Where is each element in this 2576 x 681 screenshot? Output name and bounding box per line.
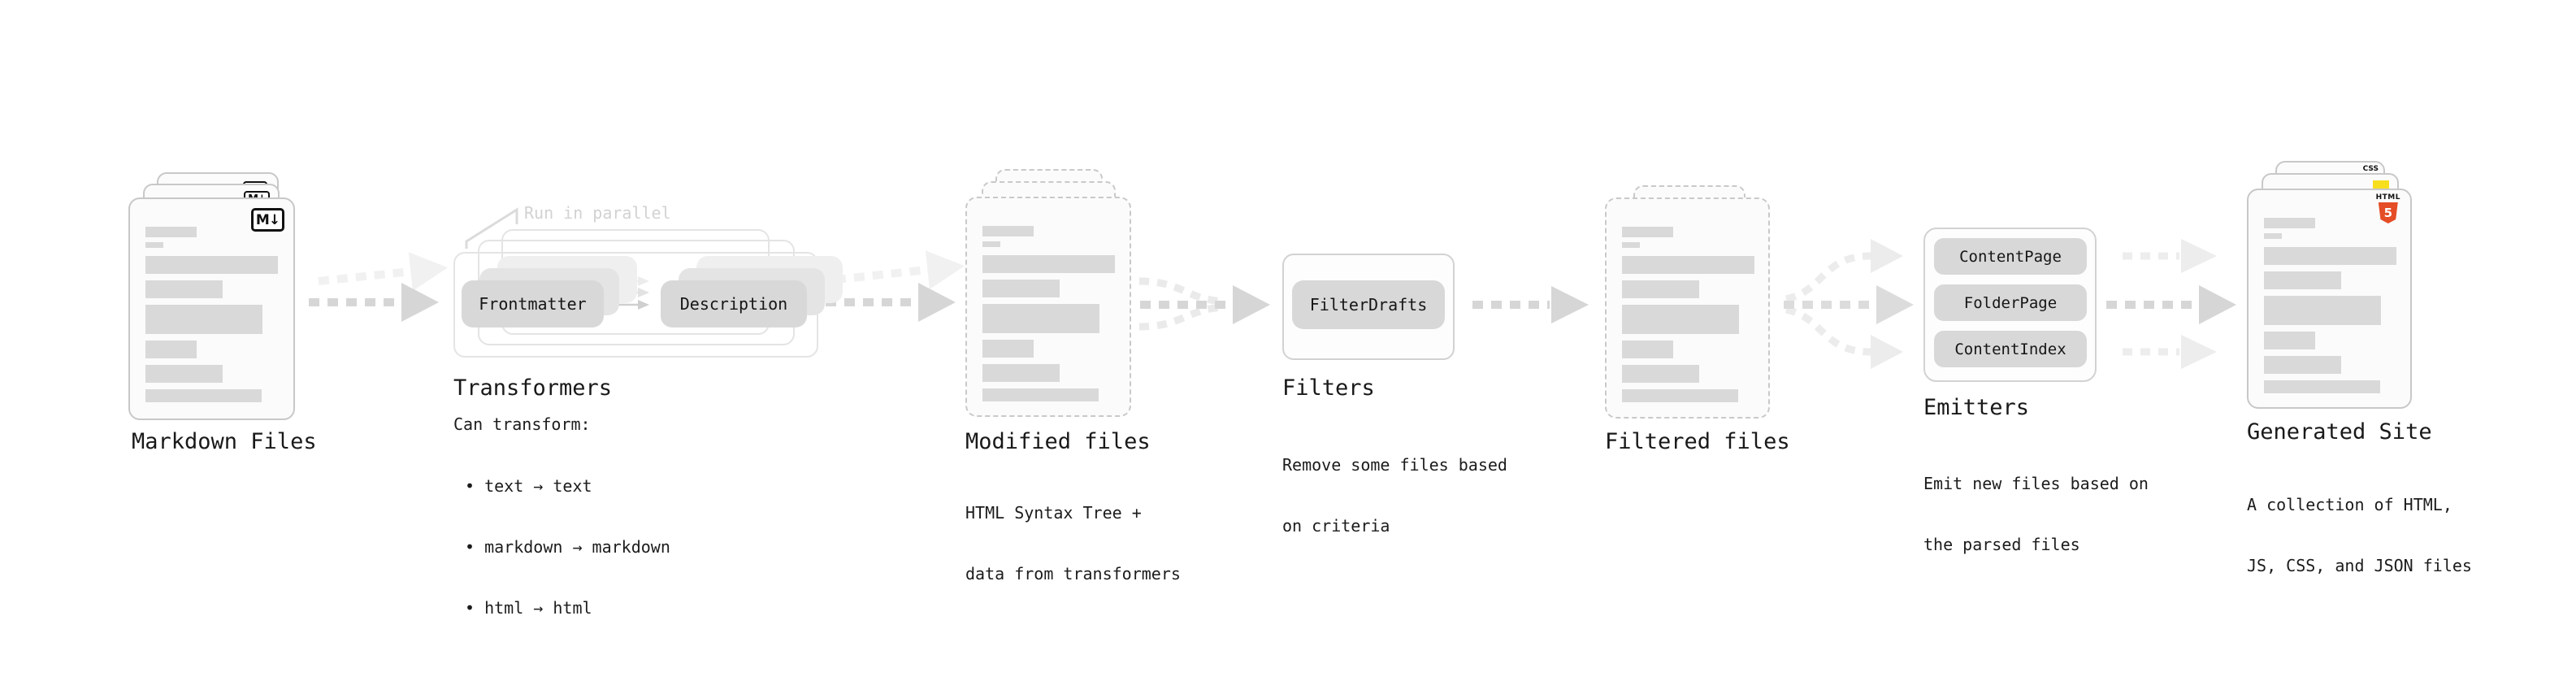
- doc-content-bars: [1607, 199, 1768, 417]
- emitters-caption-line1: Emit new files based on: [1923, 474, 2149, 493]
- filters-caption-line2: on criteria: [1282, 516, 1390, 536]
- html5-number: 5: [2383, 206, 2393, 220]
- arrow-converge-top: [1138, 277, 1225, 306]
- run-in-parallel-note: Run in parallel: [524, 203, 671, 223]
- html5-icon: HTML 5: [2376, 193, 2400, 223]
- arrow-emitters-bottom: [2123, 335, 2217, 369]
- generated-caption-line1: A collection of HTML,: [2247, 495, 2452, 514]
- html5-shield: 5: [2378, 202, 2398, 223]
- transformers-label: Transformers: [453, 375, 613, 401]
- modified-doc-card-front: [965, 197, 1131, 417]
- doc-content-bars: [2249, 190, 2410, 407]
- arrow-emitters-to-site: [2106, 285, 2236, 324]
- filterdrafts-pill: FilterDrafts: [1292, 280, 1445, 329]
- bullet-markdown-to-markdown: • markdown → markdown: [465, 537, 670, 557]
- transformers-bullets: • text → text • markdown → markdown • ht…: [465, 436, 670, 659]
- doc-content-bars: [967, 198, 1130, 415]
- markdown-doc-card-front: M↓: [128, 197, 295, 420]
- modified-caption-line2: data from transformers: [965, 564, 1181, 583]
- generated-caption-line2: JS, CSS, and JSON files: [2247, 556, 2472, 575]
- modified-caption-line1: HTML Syntax Tree +: [965, 503, 1142, 523]
- filtered-doc-card-front: [1605, 197, 1770, 419]
- emitters-label: Emitters: [1923, 395, 2030, 420]
- arrow-filters-to-filtered: [1472, 286, 1589, 323]
- emitters-caption: Emit new files based on the parsed files: [1923, 433, 2149, 596]
- bullet-html-to-html: • html → html: [465, 598, 592, 618]
- arrow-modified-to-filters: [1140, 285, 1270, 324]
- arrow-converge-bottom: [1138, 303, 1225, 331]
- markdown-files-label: Markdown Files: [132, 429, 317, 454]
- filtered-files-label: Filtered files: [1605, 429, 1790, 454]
- contentpage-pill: ContentPage: [1934, 238, 2087, 275]
- arrow-transformers-to-modified: [826, 283, 956, 322]
- arrow-markdown-to-transformers: [309, 283, 439, 322]
- filters-label: Filters: [1282, 375, 1375, 401]
- html5-icon-label: HTML: [2375, 193, 2400, 202]
- generated-site-caption: A collection of HTML, JS, CSS, and JSON …: [2247, 454, 2472, 617]
- description-pill: Description: [661, 280, 807, 327]
- filters-caption-line1: Remove some files based: [1282, 455, 1507, 475]
- contentindex-pill: ContentIndex: [1934, 331, 2087, 367]
- transformers-caption-title: Can transform:: [453, 414, 591, 434]
- arrow-emitters-top: [2123, 239, 2217, 273]
- arrow-diverge-top: [1785, 252, 1871, 303]
- filters-caption: Remove some files based on criteria: [1282, 414, 1507, 577]
- markdown-icon: M↓: [251, 208, 284, 232]
- arrow-transformers-ghost: [833, 246, 966, 298]
- arrowhead-diverge-bottom: [1871, 335, 1903, 369]
- frontmatter-pill: Frontmatter: [462, 280, 604, 327]
- doc-content-bars: [130, 199, 293, 419]
- bullet-text-to-text: • text → text: [465, 476, 592, 496]
- generated-site-label: Generated Site: [2247, 419, 2432, 445]
- css-icon-label: CSS: [2362, 165, 2379, 173]
- emitters-caption-line2: the parsed files: [1923, 535, 2080, 554]
- arrow-diverge-bottom: [1785, 306, 1871, 356]
- modified-files-label: Modified files: [965, 429, 1151, 454]
- site-doc-card-front: HTML 5: [2247, 189, 2412, 409]
- modified-files-caption: HTML Syntax Tree + data from transformer…: [965, 462, 1181, 625]
- arrowhead-diverge-top: [1871, 239, 1903, 273]
- arrow-filtered-to-emitters: [1784, 285, 1914, 324]
- folderpage-pill: FolderPage: [1934, 284, 2087, 321]
- arrow-markdown-ghost: [316, 248, 449, 300]
